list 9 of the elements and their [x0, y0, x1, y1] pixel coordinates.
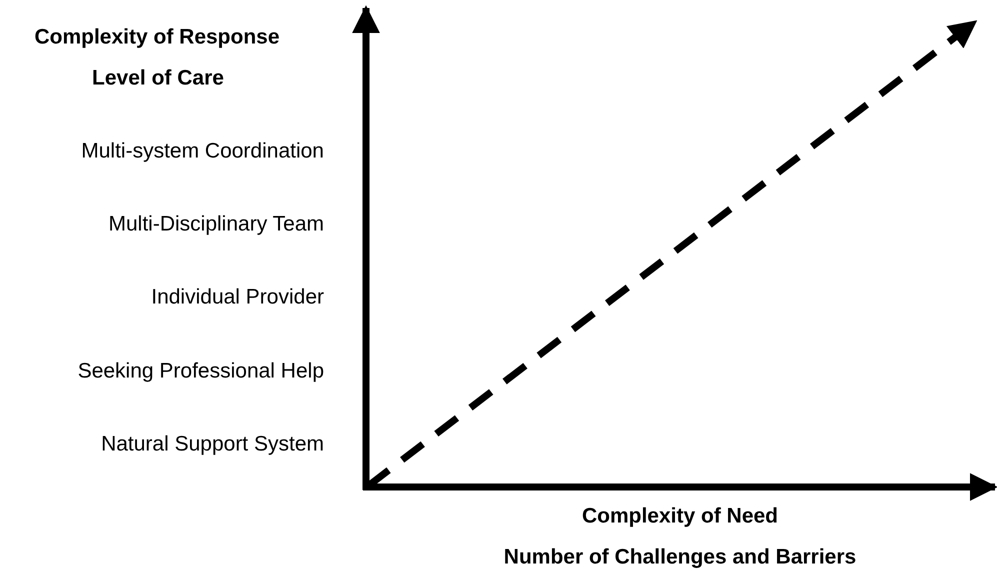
axis-title: Complexity of Response — [34, 26, 280, 48]
axis-title: Number of Challenges and Barriers — [504, 546, 856, 568]
axis-title: Complexity of Need — [582, 506, 778, 526]
axis-title: Level of Care — [92, 68, 224, 88]
level-label: Individual Provider — [151, 286, 324, 308]
level-label: Natural Support System — [101, 434, 324, 454]
level-label: Seeking Professional Help — [78, 360, 324, 382]
level-label: Multi-system Coordination — [81, 140, 324, 162]
level-label: Multi-Disciplinary Team — [108, 214, 324, 234]
